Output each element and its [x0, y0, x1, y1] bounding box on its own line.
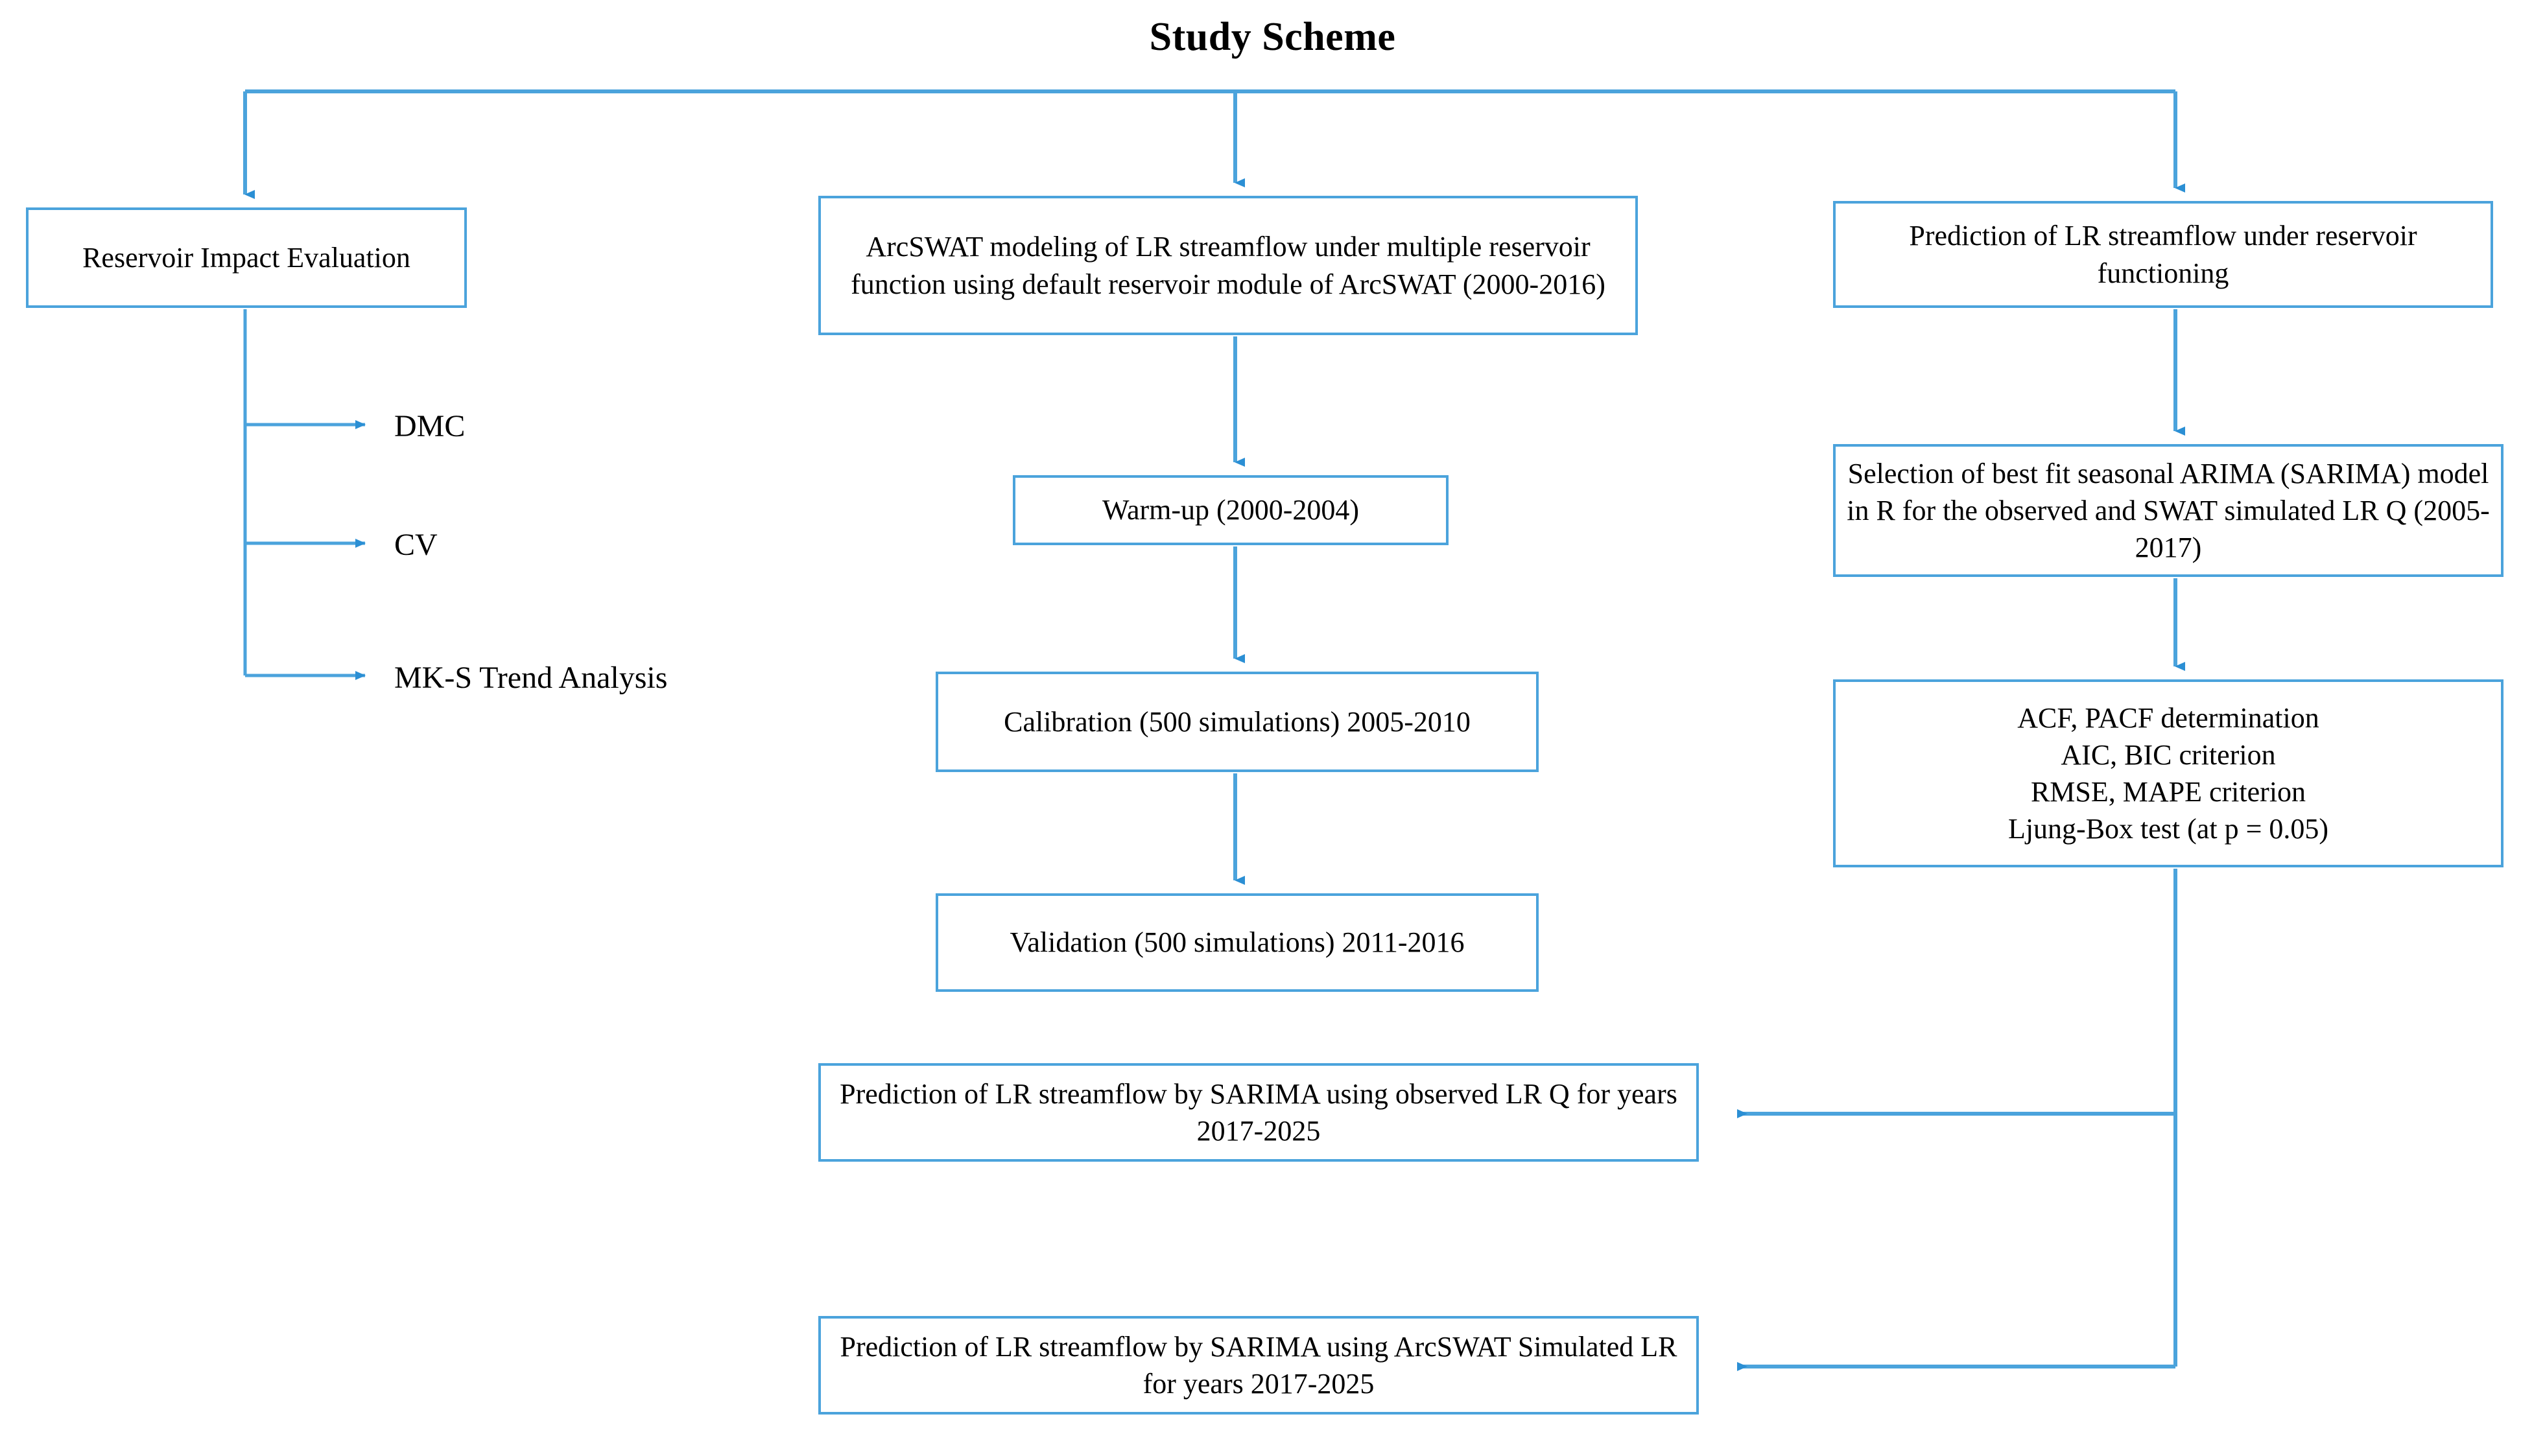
node-arcswat-modeling[interactable]: ArcSWAT modeling of LR streamflow under … — [818, 196, 1638, 335]
criteria-line: ACF, PACF determination — [2017, 701, 2319, 734]
label-cv: CV — [394, 528, 438, 562]
node-prediction-under-reservoir-functioning[interactable]: Prediction of LR streamflow under reserv… — [1833, 201, 2493, 308]
node-label: Reservoir Impact Evaluation — [82, 241, 410, 274]
node-label: Prediction of LR streamflow by SARIMA us… — [840, 1077, 1677, 1147]
node-label: Selection of best fit seasonal ARIMA (SA… — [1847, 457, 2490, 564]
criteria-line: AIC, BIC criterion — [2061, 738, 2276, 771]
node-prediction-arcswat-simulated-lr[interactable]: Prediction of LR streamflow by SARIMA us… — [818, 1316, 1699, 1415]
label-mk-s-trend-analysis: MK-S Trend Analysis — [394, 661, 668, 695]
node-reservoir-impact-evaluation[interactable]: Reservoir Impact Evaluation — [26, 207, 467, 308]
criteria-line: RMSE, MAPE criterion — [2030, 776, 2306, 808]
label-dmc: DMC — [394, 409, 466, 443]
node-validation[interactable]: Validation (500 simulations) 2011-2016 — [936, 893, 1539, 992]
node-sarima-model-selection[interactable]: Selection of best fit seasonal ARIMA (SA… — [1833, 444, 2504, 577]
node-label: Validation (500 simulations) 2011-2016 — [1010, 926, 1465, 959]
node-label: Prediction of LR streamflow under reserv… — [1909, 220, 2417, 289]
node-label: Calibration (500 simulations) 2005-2010 — [1004, 705, 1471, 738]
node-label: Prediction of LR streamflow by SARIMA us… — [840, 1330, 1677, 1400]
node-label: ArcSWAT modeling of LR streamflow under … — [851, 231, 1605, 300]
page-title: Study Scheme — [1149, 15, 1396, 59]
criteria-line: Ljung-Box test (at p = 0.05) — [2007, 813, 2329, 845]
node-label: Warm-up (2000-2004) — [1102, 494, 1360, 526]
node-warm-up[interactable]: Warm-up (2000-2004) — [1013, 475, 1449, 545]
node-prediction-observed-lr-q[interactable]: Prediction of LR streamflow by SARIMA us… — [818, 1063, 1699, 1162]
node-calibration[interactable]: Calibration (500 simulations) 2005-2010 — [936, 672, 1539, 772]
